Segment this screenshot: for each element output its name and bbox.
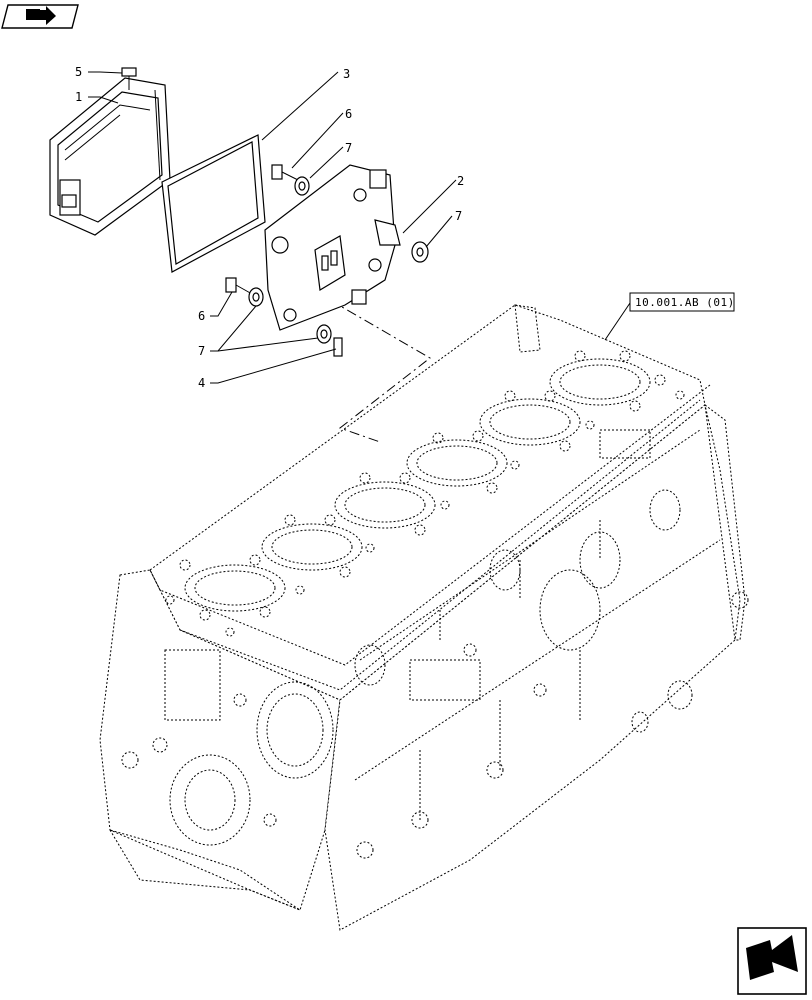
bolt-part-lower (225, 277, 253, 295)
ecu-bracket-part (264, 164, 401, 331)
callout-6: 6 (345, 107, 352, 121)
bolt-part-upper (271, 164, 299, 181)
screw-part (121, 67, 137, 90)
callout-7: 7 (198, 344, 205, 358)
engine-block (99, 304, 749, 931)
callout-4: 4 (198, 376, 205, 390)
callout-7: 7 (345, 141, 352, 155)
stud-part (333, 337, 343, 357)
grommet-part (248, 176, 429, 344)
leader-lines (88, 71, 631, 384)
book-arrow-icon[interactable] (1, 4, 79, 29)
ecu-cover-part (49, 77, 171, 236)
callout-5: 5 (75, 65, 82, 79)
callout-3: 3 (343, 67, 350, 81)
next-page-arrow-icon[interactable] (737, 927, 807, 995)
callout-6: 6 (198, 309, 205, 323)
reference-label: 10.001.AB (01) (635, 296, 735, 309)
gasket-part (161, 134, 266, 273)
callout-7: 7 (455, 209, 462, 223)
callout-2: 2 (457, 174, 464, 188)
reference-link[interactable]: 10.001.AB (01) (629, 292, 735, 312)
callout-1: 1 (75, 90, 82, 104)
